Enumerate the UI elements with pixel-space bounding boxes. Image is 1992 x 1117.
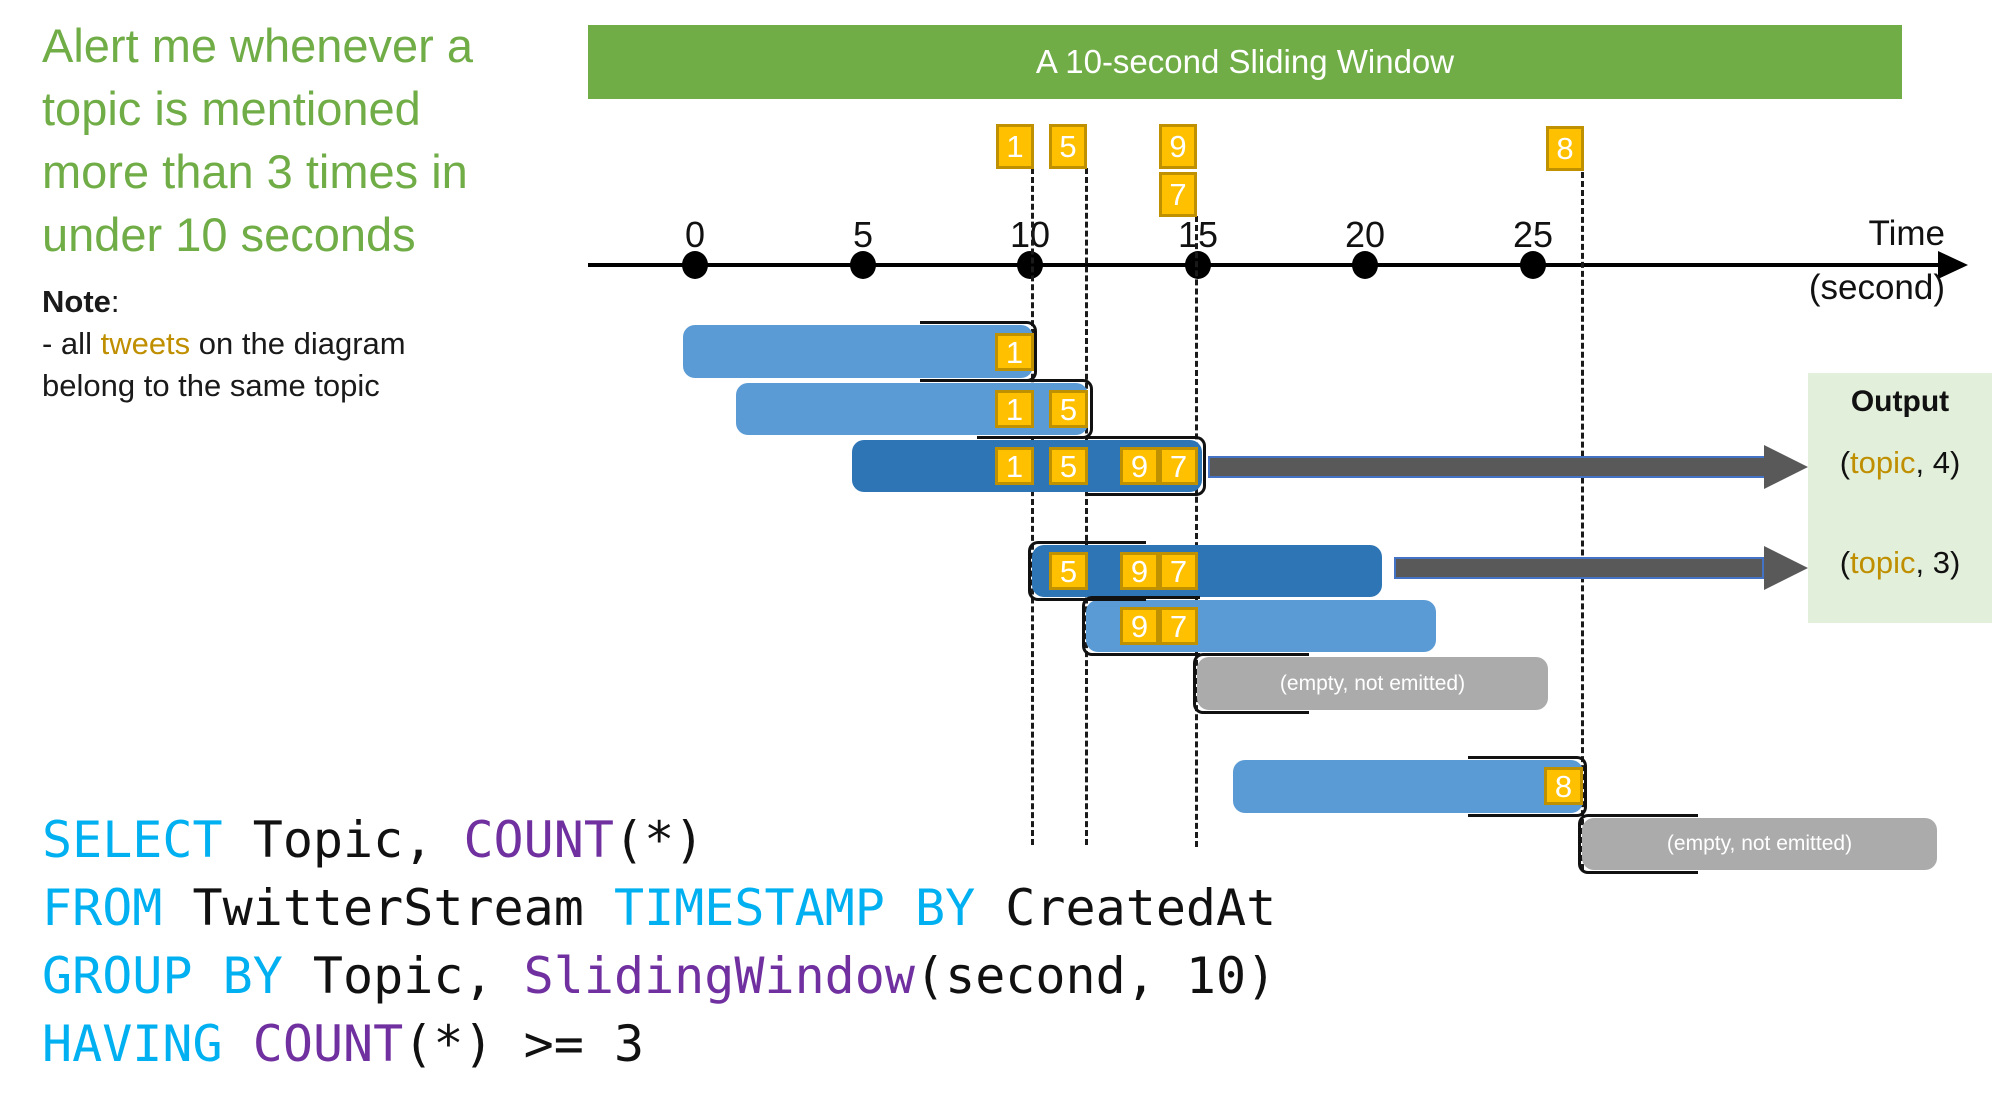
tweet-event-8: 8 bbox=[1546, 126, 1584, 171]
sql-line-select: SELECT Topic, COUNT(*) bbox=[42, 811, 705, 869]
tweet-event-1: 1 bbox=[996, 124, 1034, 169]
note-line-1: - all tweets on the diagram bbox=[42, 326, 406, 361]
tick-dot-20 bbox=[1352, 251, 1378, 279]
tick-dot-0 bbox=[682, 251, 708, 279]
window-bar-1 bbox=[683, 325, 1033, 378]
note-line-2: belong to the same topic bbox=[42, 368, 380, 403]
window-bar-4-emitted bbox=[1032, 545, 1382, 597]
tick-dot-15 bbox=[1185, 251, 1211, 279]
window-4-tweet-7: 7 bbox=[1159, 552, 1198, 590]
window-5-tweet-7: 7 bbox=[1159, 607, 1198, 645]
headline-line: more than 3 times in bbox=[42, 145, 468, 198]
tick-label-25: 25 bbox=[1512, 214, 1554, 255]
output-result-2: (topic, 3) bbox=[1839, 545, 1961, 580]
sql-query: SELECT Topic, COUNT(*) FROM TwitterStrea… bbox=[42, 806, 1442, 1078]
event-8-dashed-line bbox=[1581, 172, 1584, 870]
output-title: Output bbox=[1850, 385, 1950, 418]
window-4-tweet-5: 5 bbox=[1049, 552, 1088, 590]
window-7-tweet-8: 8 bbox=[1544, 767, 1583, 805]
emit-arrow-2-shaft bbox=[1394, 557, 1764, 579]
window-bar-7 bbox=[1233, 760, 1583, 813]
sql-line-having: HAVING COUNT(*) >= 3 bbox=[42, 1015, 645, 1073]
window-bar-6-empty: (empty, not emitted) bbox=[1197, 657, 1548, 710]
headline: Alert me whenever a topic is mentioned m… bbox=[42, 14, 522, 266]
window-3-tweet-9: 9 bbox=[1120, 447, 1159, 485]
tweet-event-5: 5 bbox=[1049, 124, 1087, 169]
sliding-window-banner: A 10-second Sliding Window bbox=[588, 25, 1902, 99]
event-1-dashed-line bbox=[1031, 168, 1034, 845]
axis-label-time: Time bbox=[1868, 214, 1945, 253]
window-3-tweet-5: 5 bbox=[1049, 447, 1088, 485]
tweet-event-7: 7 bbox=[1159, 172, 1197, 217]
tick-label-5: 5 bbox=[852, 214, 874, 255]
window-2-tweet-1: 1 bbox=[995, 390, 1034, 428]
window-2-tweet-5: 5 bbox=[1049, 390, 1088, 428]
window-4-tweet-9: 9 bbox=[1120, 552, 1159, 590]
note: Note: - all tweets on the diagram belong… bbox=[42, 281, 502, 407]
output-panel: Output (topic, 4) (topic, 3) bbox=[1808, 373, 1992, 623]
output-result-1: (topic, 4) bbox=[1839, 445, 1961, 480]
time-axis-arrowhead-icon bbox=[1938, 251, 1968, 279]
tick-label-15: 15 bbox=[1177, 214, 1219, 255]
tick-label-10: 10 bbox=[1009, 214, 1051, 255]
tick-dot-5 bbox=[850, 251, 876, 279]
tick-label-20: 20 bbox=[1344, 214, 1386, 255]
tweets-highlight: tweets bbox=[100, 326, 191, 361]
window-3-tweet-1: 1 bbox=[995, 447, 1034, 485]
window-3-tweet-7: 7 bbox=[1159, 447, 1198, 485]
event-9-7-dashed-line bbox=[1195, 216, 1198, 847]
emit-arrow-1-shaft bbox=[1208, 456, 1766, 478]
headline-line: Alert me whenever a bbox=[42, 19, 474, 72]
window-1-tweet-1: 1 bbox=[995, 333, 1034, 371]
sql-line-groupby: GROUP BY Topic, SlidingWindow(second, 10… bbox=[42, 947, 1277, 1005]
note-title: Note: bbox=[42, 284, 120, 319]
headline-line: under 10 seconds bbox=[42, 208, 416, 261]
time-axis-line bbox=[588, 263, 1940, 267]
sql-line-from: FROM TwitterStream TIMESTAMP BY CreatedA… bbox=[42, 879, 1277, 937]
axis-label-unit: (second) bbox=[1808, 268, 1945, 307]
emit-arrow-1-head-icon bbox=[1764, 445, 1808, 489]
window-5-tweet-9: 9 bbox=[1120, 607, 1159, 645]
tick-label-0: 0 bbox=[684, 214, 706, 255]
emit-arrow-2-head-icon bbox=[1764, 546, 1808, 590]
tweet-event-9: 9 bbox=[1159, 124, 1197, 169]
tick-dot-25 bbox=[1520, 251, 1546, 279]
window-bar-8-empty: (empty, not emitted) bbox=[1582, 818, 1937, 870]
headline-line: topic is mentioned bbox=[42, 82, 421, 135]
window-bar-2 bbox=[736, 383, 1088, 435]
tick-dot-10 bbox=[1017, 251, 1043, 279]
event-5-dashed-line bbox=[1085, 168, 1088, 845]
